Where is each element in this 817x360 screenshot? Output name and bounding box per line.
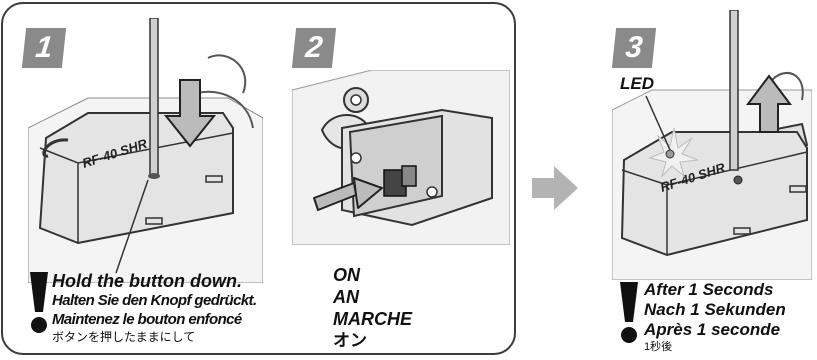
- step-2-text-jp: オン: [333, 330, 412, 352]
- step-3-text-de: Nach 1 Sekunden: [644, 300, 786, 320]
- step-2-switch-illustration: [292, 70, 510, 245]
- step-1-text-fr: Maintenez le bouton enfoncé: [52, 310, 257, 329]
- led-label: LED: [620, 74, 654, 94]
- caution-icon: [28, 272, 50, 339]
- step-2-text-fr: MARCHE: [333, 308, 412, 330]
- step-2-text-de: AN: [333, 286, 412, 308]
- step-3-text-jp: 1秒後: [644, 340, 786, 354]
- step-1-text-jp: ボタンを押したままにして: [52, 329, 257, 346]
- caution-icon: [618, 282, 640, 349]
- step-3-text-en: After 1 Seconds: [644, 280, 786, 300]
- step-2-badge: 2: [292, 28, 336, 68]
- step-1-text-en: Hold the button down.: [52, 271, 257, 291]
- step-3-caption: After 1 Seconds Nach 1 Sekunden Après 1 …: [644, 280, 786, 354]
- step-3-receiver-illustration: RF-40 SHR: [612, 10, 812, 280]
- step-1-receiver-illustration: RF-40 SHR: [28, 18, 263, 283]
- step-1-caption: Hold the button down. Halten Sie den Kno…: [52, 271, 257, 346]
- step-2-caption: ON AN MARCHE オン: [333, 264, 412, 352]
- step-3-text-fr: Après 1 seconde: [644, 320, 786, 340]
- step-2-text-en: ON: [333, 264, 412, 286]
- step-1-text-de: Halten Sie den Knopf gedrückt.: [52, 291, 257, 310]
- next-step-arrow-icon: [532, 166, 578, 215]
